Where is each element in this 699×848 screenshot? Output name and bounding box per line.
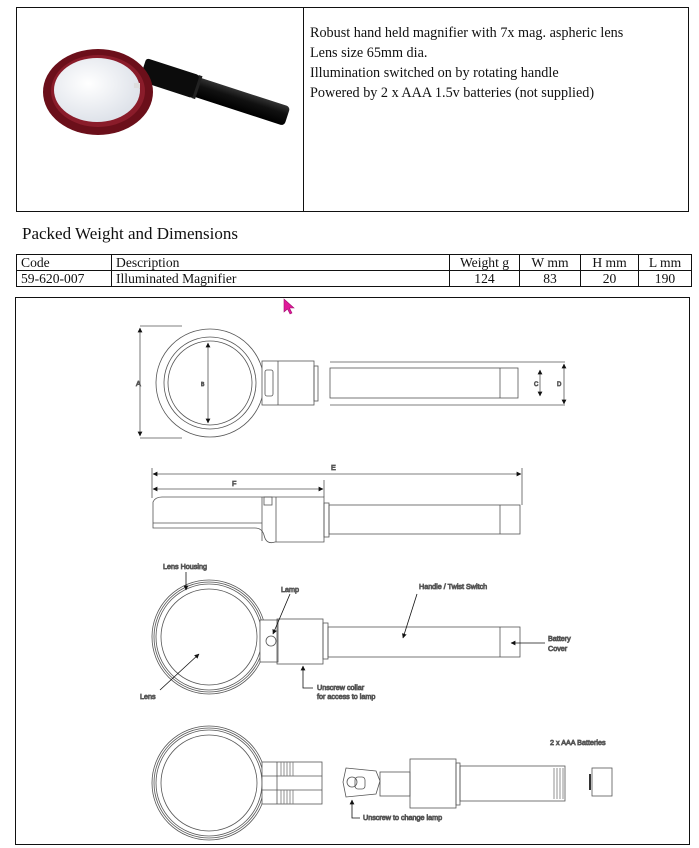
dimensions-table: Code Description Weight g W mm H mm L mm… — [16, 254, 692, 287]
callout-batteries: 2 x AAA Batteries — [550, 738, 606, 747]
callout-collar-2: for access to lamp — [317, 692, 375, 701]
description-line: Powered by 2 x AAA 1.5v batteries (not s… — [310, 85, 595, 101]
description-line: Illumination switched on by rotating han… — [310, 65, 559, 81]
callout-lens-housing: Lens Housing — [163, 562, 207, 571]
table-row: 59-620-007 Illuminated Magnifier 124 83 … — [16, 270, 692, 287]
dimension-label-a: A — [136, 379, 141, 388]
side-view — [151, 468, 523, 544]
dimension-label-d: D — [557, 382, 562, 388]
mouse-cursor-icon — [283, 298, 295, 315]
callout-lamp: Lamp — [281, 585, 299, 594]
callout-handle: Handle / Twist Switch — [419, 582, 487, 591]
dimension-label-e: E — [331, 463, 336, 472]
cell-length: 190 — [638, 270, 692, 287]
callout-collar: Unscrew collar — [317, 683, 365, 692]
callout-battery-cover-2: Cover — [548, 644, 568, 653]
product-box — [16, 7, 689, 212]
cell-width: 83 — [519, 270, 581, 287]
header-description: Description — [111, 254, 450, 271]
callout-change-lamp: Unscrew to change lamp — [363, 813, 442, 822]
technical-drawing-box — [15, 297, 690, 845]
header-weight: Weight g — [449, 254, 520, 271]
dimension-label-f: F — [232, 479, 237, 488]
magnifier-photo — [43, 49, 290, 135]
description-line: Robust hand held magnifier with 7x mag. … — [310, 25, 624, 41]
cell-description: Illuminated Magnifier — [111, 270, 450, 287]
callout-battery-cover: Battery — [548, 634, 571, 643]
top-view — [137, 325, 567, 439]
parts-view — [151, 572, 545, 695]
section-title: Packed Weight and Dimensions — [22, 224, 238, 243]
product-description: Robust hand held magnifier with 7x mag. … — [310, 23, 623, 103]
product-box-divider — [303, 7, 304, 212]
callout-lens: Lens — [140, 692, 156, 701]
dimension-label-c: C — [534, 382, 539, 388]
header-length: L mm — [638, 254, 692, 271]
cell-weight: 124 — [449, 270, 520, 287]
exploded-view — [151, 725, 613, 841]
description-line: Lens size 65mm dia. — [310, 45, 428, 61]
dimension-label-b: B — [201, 382, 205, 388]
cell-height: 20 — [580, 270, 639, 287]
